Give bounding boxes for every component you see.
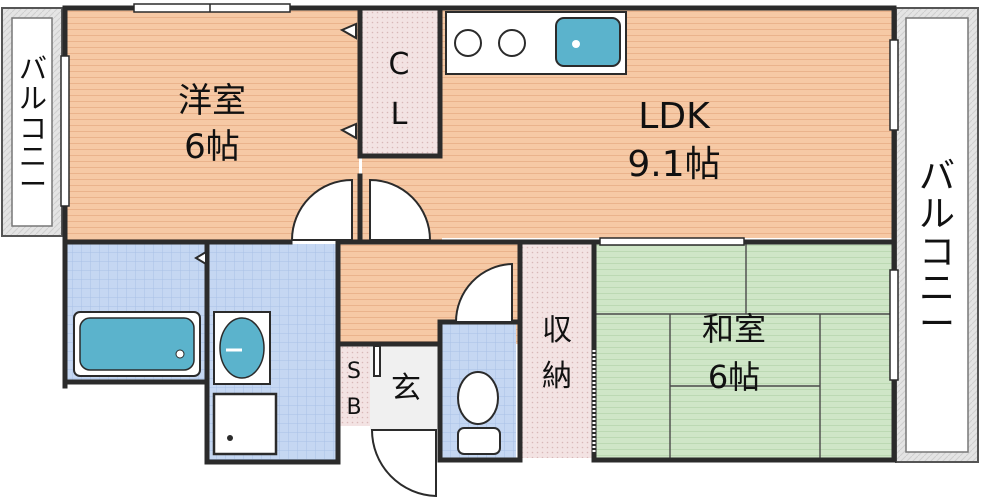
- balcony-left-char-1: バ: [19, 52, 47, 85]
- storage-floor: [522, 244, 594, 458]
- balcony-right-char-5: ー: [919, 304, 955, 345]
- western-room-size: 6帖: [184, 127, 240, 167]
- balcony-right-label: バ ル コ ニ ー: [919, 156, 955, 345]
- toilet-icon: [457, 371, 501, 455]
- closet-label-1: C: [389, 47, 410, 82]
- shoebox-label-1: S: [347, 359, 361, 384]
- balcony-left-char-5: ー: [19, 168, 47, 201]
- balcony-left-char-3: コ: [19, 112, 47, 145]
- bathtub-icon: [73, 311, 201, 377]
- washbasin-icon: [213, 311, 271, 385]
- balcony-left-label: バ ル コ ニ ー: [19, 52, 47, 201]
- balcony-right-char-2: ル: [919, 194, 955, 235]
- balcony-right-char-1: バ: [919, 156, 955, 197]
- tatami-room: [596, 244, 892, 458]
- doors: [194, 22, 513, 498]
- balcony-left: [1, 7, 63, 237]
- shoebox-label-2: B: [346, 395, 361, 420]
- closet-label-2: L: [391, 97, 408, 132]
- ldk-name: LDK: [638, 96, 711, 137]
- japanese-room-size: 6帖: [708, 358, 760, 396]
- closet-floor: [362, 10, 438, 156]
- balcony-left-char-2: ル: [19, 82, 47, 115]
- storage-label-2: 納: [542, 359, 572, 394]
- balcony-right-char-4: ニ: [919, 268, 955, 309]
- entrance-label: 玄: [391, 371, 421, 406]
- japanese-room-name: 和室: [702, 310, 766, 348]
- entrance-floor: [370, 346, 438, 430]
- windows: [60, 3, 899, 381]
- western-room-name: 洋室: [178, 81, 246, 121]
- balcony-right-char-3: コ: [919, 232, 955, 273]
- shoebox-floor: [340, 346, 370, 426]
- balcony-right: [895, 7, 979, 463]
- kitchen-counter: [445, 11, 627, 75]
- storage-label-1: 収: [542, 313, 572, 348]
- ldk-size: 9.1帖: [627, 144, 720, 185]
- balcony-left-char-4: ニ: [19, 140, 47, 173]
- washing-machine-icon: [212, 392, 278, 456]
